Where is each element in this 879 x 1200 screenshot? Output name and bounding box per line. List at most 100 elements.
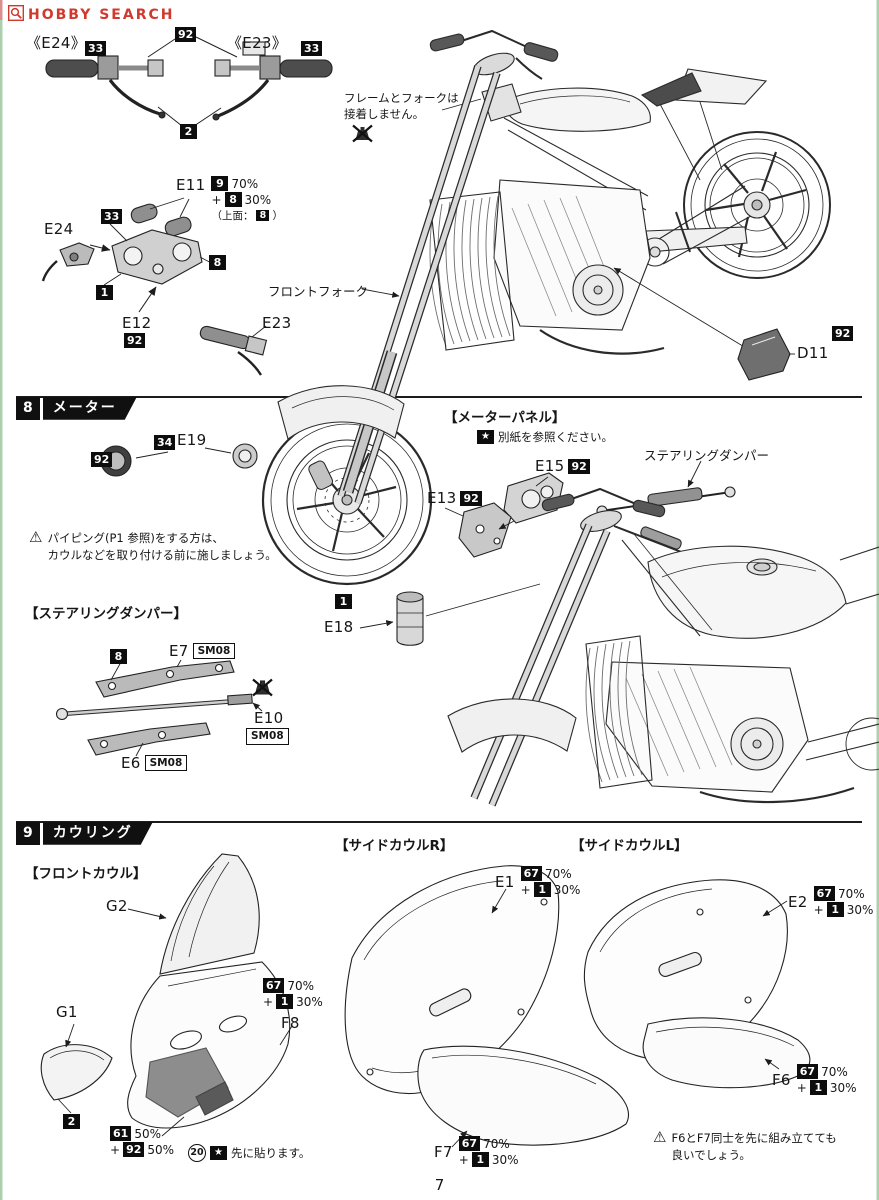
paint-percent: 30%	[296, 994, 323, 1009]
part-label-e12: E12	[122, 314, 152, 332]
e13-label-group: E13 92	[427, 489, 482, 507]
part-label-f8: F8	[281, 1014, 300, 1032]
part-label-e11: E11	[176, 176, 206, 194]
decal-note-text: 先に貼ります。	[231, 1146, 311, 1160]
steering-damper-label: ステアリングダンパー	[644, 448, 770, 463]
reference-note: ★ 別紙を参照ください。	[477, 429, 613, 445]
section8-divider	[16, 396, 862, 398]
art-front-fender	[277, 385, 405, 440]
f6-f7-warning: ⚠ F6とF7同士を先に組み立てても 良いでしょう。	[653, 1130, 837, 1163]
art-assembly-connector-lines	[147, 36, 238, 127]
hobby-search-watermark: HOBBY SEARCH	[7, 4, 175, 25]
e6-label-group: E6 SM08	[121, 754, 188, 772]
color-badge-67: 67	[263, 978, 285, 993]
color-badge-2: 2	[180, 124, 197, 139]
grip-right-label: 《E23》	[227, 34, 288, 52]
part-label-e1: E1	[495, 872, 515, 891]
paint-percent: 30%	[244, 192, 272, 207]
f7-paint-spec: F7 67 70% + 1 30%	[434, 1136, 519, 1167]
part-label-e7: E7	[169, 642, 189, 660]
section9-number: 9	[16, 822, 40, 845]
plus-sign: +	[813, 902, 824, 917]
grip-left-label: 《E24》	[26, 34, 87, 52]
circled-number-20: 20	[188, 1144, 206, 1162]
plus-sign: +	[796, 1080, 807, 1095]
section9-divider	[16, 821, 862, 823]
art-windscreen-g2	[127, 853, 260, 975]
no-glue-note: フレームとフォークは 接着しません。	[344, 90, 459, 122]
paint-percent: 70%	[544, 866, 572, 881]
plus-sign: +	[263, 994, 274, 1009]
paint-percent: 30%	[553, 882, 581, 897]
color-badge-67: 67	[813, 886, 835, 901]
color-badge-8: 8	[224, 192, 242, 207]
color-badge-1: 1	[533, 882, 551, 897]
art-meter-panel-parts	[444, 472, 564, 558]
art-handlebar-exploded-parts	[41, 197, 268, 376]
paint-percent: 30%	[491, 1152, 519, 1167]
logo-text: HOBBY SEARCH	[28, 7, 175, 23]
piping-warning: ⚠ パイピング(P1 参照)をする方は、 カウルなどを取り付ける前に施しましょう…	[29, 530, 277, 563]
meter-panel-heading: 【メーターパネル】	[444, 410, 566, 426]
part-label-e6: E6	[121, 754, 141, 772]
color-badge-92: 92	[460, 490, 482, 506]
f6-paint-spec: F6 67 70% + 1 30%	[772, 1064, 857, 1095]
steering-damper-heading: 【ステアリングダンパー】	[25, 606, 187, 622]
section8-title: メーター	[43, 397, 137, 420]
plus-sign: +	[520, 882, 531, 897]
color-badge-1: 1	[826, 902, 844, 917]
color-badge-92: 92	[91, 452, 113, 467]
star-icon: ★	[210, 1146, 227, 1160]
paint-percent: 30%	[846, 902, 874, 917]
color-badge-33: 33	[301, 41, 323, 56]
color-badge-33: 33	[101, 209, 123, 224]
color-badge-33: 33	[85, 41, 107, 56]
art-handlebar-left-assembly	[45, 55, 166, 119]
paint-ratio: 9 70% + 8 30% （上面： 8 ）	[211, 176, 283, 223]
paint-percent: 70%	[287, 978, 314, 993]
color-badge-9: 9	[211, 176, 229, 191]
color-badge-1: 1	[276, 994, 294, 1009]
paint-percent: 50%	[147, 1142, 175, 1157]
color-badge-92: 92	[123, 1142, 145, 1157]
color-badge-61: 61	[110, 1126, 132, 1141]
plus-sign: +	[211, 192, 222, 207]
section9-title: カウリング	[43, 822, 153, 845]
color-badge-1: 1	[809, 1080, 827, 1095]
no-glue-note-line1: フレームとフォークは	[344, 91, 459, 105]
color-badge-92: 92	[568, 458, 590, 474]
part-label-e15: E15	[535, 457, 565, 475]
paint-percent: 30%	[829, 1080, 857, 1095]
paint-percent: 50%	[134, 1126, 161, 1141]
top-face-note-pre: （上面：	[211, 210, 254, 222]
warning-icon: ⚠	[29, 528, 43, 546]
color-badge-1: 1	[471, 1152, 489, 1167]
section8-number: 8	[16, 397, 40, 420]
side-cowl-r-heading: 【サイドカウルR】	[335, 838, 454, 854]
f6-f7-warning-line2: 良いでしょう。	[671, 1147, 751, 1162]
art-lower-cowl-f7	[417, 1045, 630, 1148]
page-number: 7	[434, 1176, 445, 1194]
top-face-note-post: ）	[272, 210, 283, 222]
f6-f7-warning-line1: F6とF7同士を先に組み立てても	[671, 1131, 837, 1145]
paint-code-tag: SM08	[144, 754, 188, 772]
paint-percent: 70%	[231, 176, 259, 191]
art-d11-part	[613, 267, 795, 381]
art-damper-exploded	[55, 659, 274, 757]
paint-percent: 70%	[837, 886, 865, 901]
decal-paint-spec: 61 50% + 92 50%	[110, 1126, 174, 1157]
art-handlebar-right-assembly	[212, 41, 333, 121]
e15-label-group: E15 92	[535, 457, 590, 475]
art-front-cowl	[127, 961, 293, 1137]
front-fork-label: フロントフォーク	[268, 284, 369, 299]
color-badge-2: 2	[63, 1114, 80, 1129]
color-badge-8: 8	[209, 255, 226, 270]
color-badge-8: 8	[256, 209, 270, 222]
color-badge-1: 1	[335, 594, 352, 609]
color-badge-67: 67	[796, 1064, 819, 1079]
color-badge-67: 67	[520, 866, 542, 881]
plus-sign: +	[458, 1152, 469, 1167]
decal-note: 20 ★ 先に貼ります。	[188, 1144, 310, 1162]
piping-warning-line1: パイピング(P1 参照)をする方は、	[47, 531, 224, 545]
